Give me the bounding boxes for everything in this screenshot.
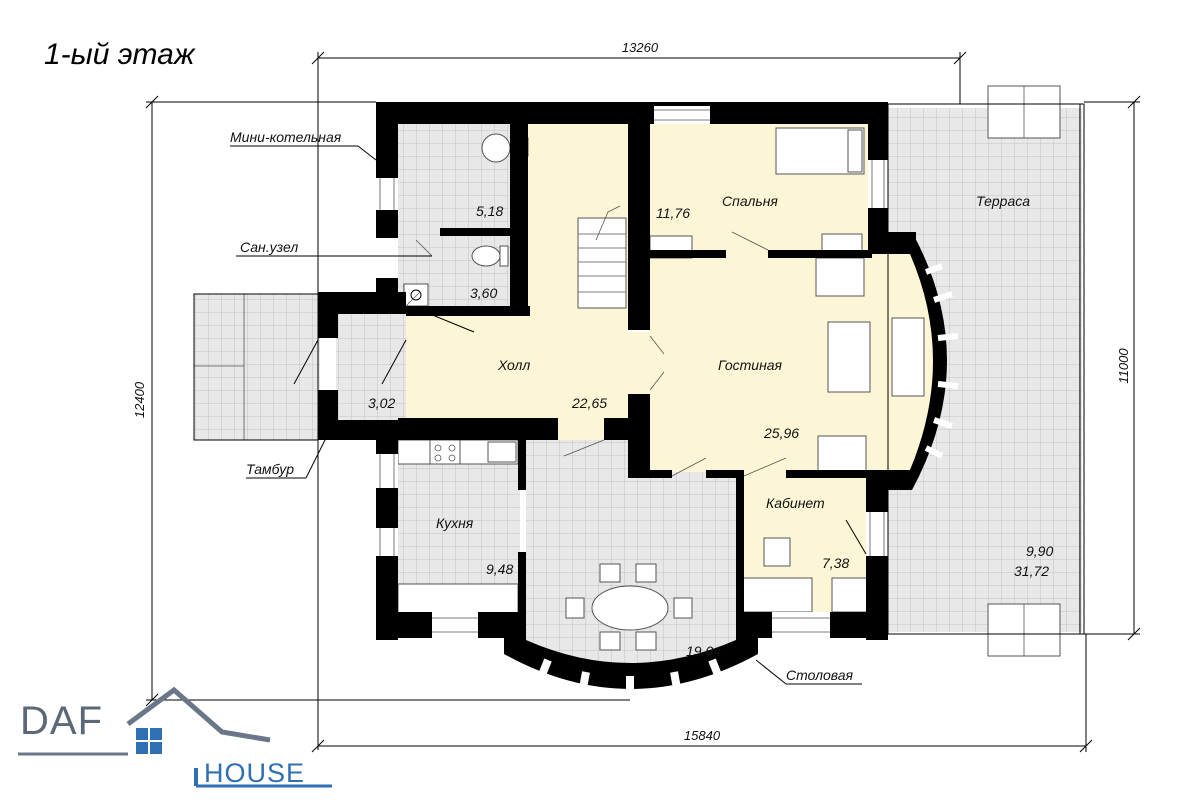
dining-chair — [635, 631, 657, 651]
dining-table — [591, 585, 669, 631]
bedroom-chair — [821, 233, 863, 253]
kitchen-sink — [487, 441, 517, 463]
label-vestibule: Тамбур — [246, 461, 294, 477]
daf-house-logo: DAF HOUSE — [18, 686, 332, 788]
walls — [193, 102, 1085, 698]
armchair-bottom — [817, 435, 867, 475]
furniture — [194, 85, 1061, 657]
vestibule-floor — [336, 314, 406, 420]
stove — [429, 439, 461, 465]
area-kitchen: 9,48 — [486, 561, 513, 577]
area-terrace-2: 31,72 — [1014, 563, 1049, 579]
bed-pillow — [847, 129, 863, 173]
study-desk — [741, 577, 813, 613]
area-vestibule: 3,02 — [368, 395, 395, 411]
area-study: 7,38 — [822, 555, 849, 571]
washbasin — [403, 283, 429, 307]
bay-wall — [888, 232, 947, 490]
plan-title: 1-ый этаж — [44, 38, 196, 71]
label-mini-boiler: Мини-котельная — [230, 129, 342, 145]
armchair-top — [815, 257, 865, 297]
leader-lines — [230, 145, 862, 685]
doors — [293, 231, 867, 555]
area-boiler: 5,18 — [476, 203, 503, 219]
area-bathroom: 3,60 — [470, 285, 497, 301]
dimension-bottom: 15840 — [684, 728, 721, 743]
room-labels: Мини-котельная Сан.узел Тамбур Холл Спал… — [230, 129, 1030, 683]
coffee-table — [827, 321, 871, 393]
label-bedroom: Спальня — [722, 193, 778, 209]
porch-floor — [194, 294, 320, 440]
dining-chair — [599, 631, 621, 651]
dining-chair — [565, 597, 585, 619]
wall-top-left — [376, 102, 654, 124]
boiler — [481, 133, 511, 163]
dining-chair — [635, 563, 657, 583]
label-dining: Столовая — [786, 667, 854, 683]
study-chair — [763, 537, 791, 567]
dimension-lines — [145, 51, 1141, 753]
dimension-left: 12400 — [132, 381, 147, 418]
dining-chair — [673, 597, 693, 619]
label-terrace: Терраса — [976, 193, 1030, 209]
dining-bay-wall — [504, 618, 758, 689]
study-cabinet — [831, 577, 869, 613]
washbasin-drain — [410, 289, 422, 301]
dimension-top: 13260 — [622, 40, 659, 55]
logo-text-top: DAF — [20, 699, 103, 743]
area-bedroom: 11,76 — [656, 205, 690, 221]
dining-chair — [599, 563, 621, 583]
dimension-right: 11000 — [1116, 348, 1131, 384]
staircase — [577, 205, 627, 309]
label-kitchen: Кухня — [436, 515, 474, 531]
wall-top-gap — [654, 102, 710, 106]
area-values: 5,18 3,60 3,02 22,65 11,76 25,96 9,48 7,… — [368, 203, 1053, 659]
kitchen-counter-bottom — [397, 583, 519, 615]
label-study: Кабинет — [766, 495, 825, 511]
area-living: 25,96 — [763, 425, 799, 441]
label-bathroom: Сан.узел — [240, 239, 298, 255]
wall-top-right — [710, 102, 888, 124]
toilet — [471, 245, 501, 267]
logo-text-bottom: HOUSE — [204, 758, 305, 788]
label-hall: Холл — [497, 357, 530, 373]
area-terrace-1: 9,90 — [1026, 543, 1053, 559]
area-dining: 19,04 — [686, 643, 721, 659]
sofa — [891, 317, 925, 397]
label-living: Гостиная — [718, 357, 783, 373]
area-hall: 22,65 — [571, 395, 607, 411]
toilet-tank — [499, 245, 509, 267]
